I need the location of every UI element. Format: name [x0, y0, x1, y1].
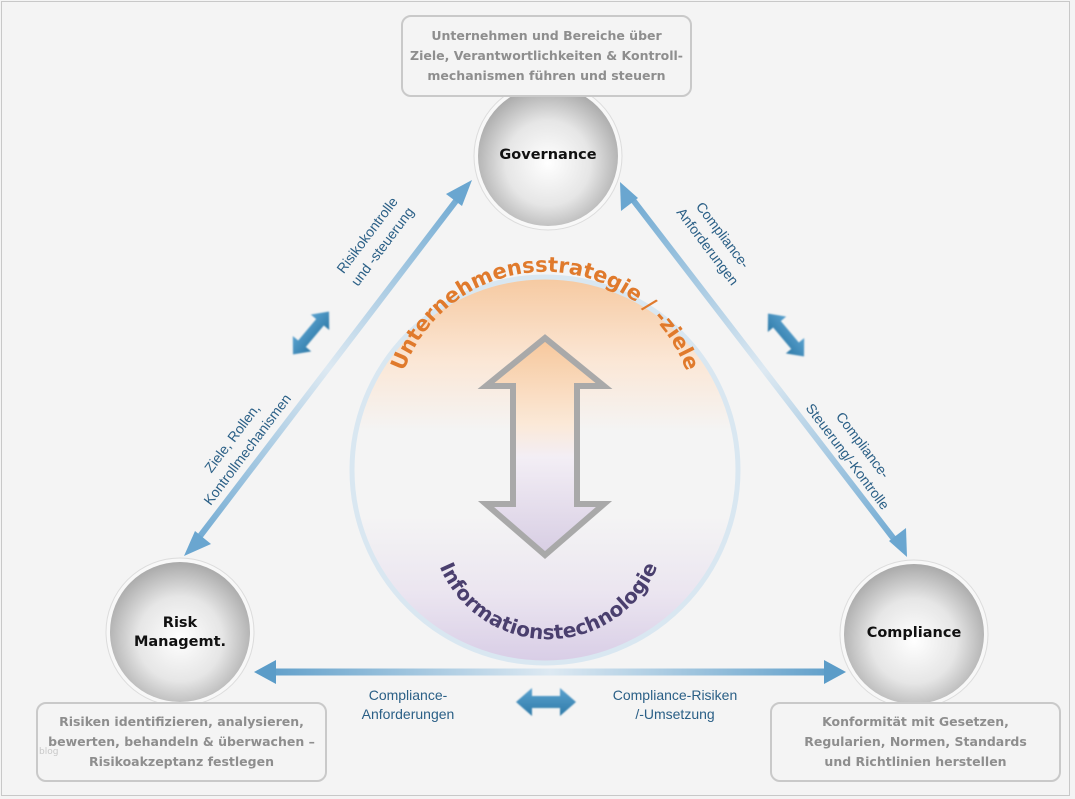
watermark: blog: [39, 747, 59, 757]
governance-description-box: Unternehmen und Bereiche über Ziele, Ver…: [401, 15, 692, 97]
compliance-node-label: Compliance: [866, 625, 962, 641]
compliance-description-box: Konformität mit Gesetzen, Regularien, No…: [770, 702, 1061, 782]
compliance-description: Konformität mit Gesetzen, Regularien, No…: [804, 714, 1027, 769]
risk-sphere: [110, 562, 250, 702]
governance-description: Unternehmen und Bereiche über Ziele, Ver…: [410, 28, 683, 83]
edge-label-compliance-anforderungen-bottom: Compliance- Anforderungen: [361, 687, 455, 722]
governance-sphere: [478, 86, 618, 226]
risk-node-label: Risk Managemt.: [133, 615, 227, 650]
exchange-arrow-bottom: [516, 688, 576, 716]
compliance-sphere: [844, 564, 984, 704]
arrow-governance-compliance: [620, 182, 907, 557]
arrow-risk-compliance: [254, 660, 846, 684]
exchange-arrow-right: [767, 313, 805, 357]
edge-label-compliance-risiken: Compliance-Risiken /-Umsetzung: [612, 687, 738, 722]
governance-node-label: Governance: [499, 147, 597, 163]
exchange-arrow-left: [292, 311, 330, 355]
strategy-it-double-arrow: [477, 334, 613, 559]
risk-description: Risiken identifizieren, analysieren, bew…: [48, 714, 315, 769]
arrow-governance-risk: [184, 180, 472, 556]
risk-description-box: Risiken identifizieren, analysieren, bew…: [36, 702, 327, 782]
